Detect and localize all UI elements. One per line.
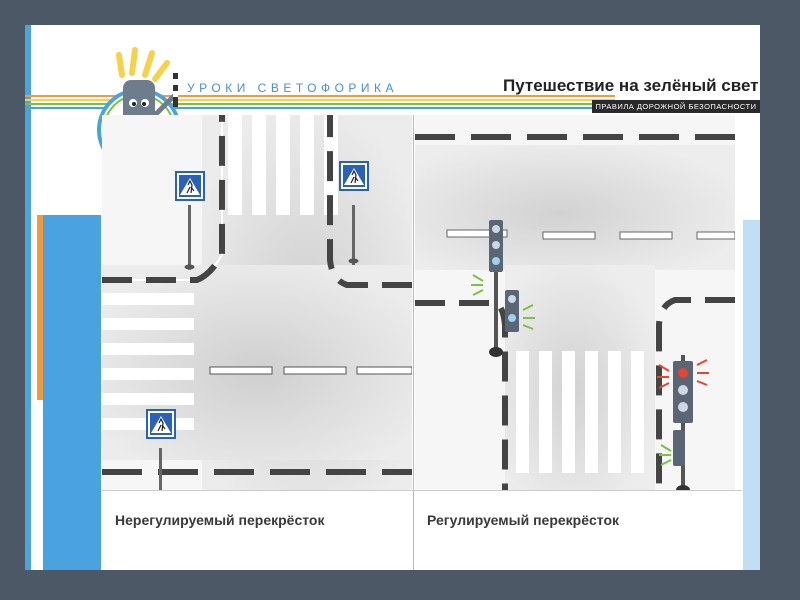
left-blue-strip: [25, 25, 31, 570]
crosswalk-sign-icon: [146, 409, 176, 490]
crosswalk-regulated: [516, 351, 644, 473]
slide: УРОКИ СВЕТОФОРИКА Путешествие на зелёный…: [25, 25, 760, 570]
crosswalk-sign-icon: [175, 171, 205, 270]
traffic-light-icon: [471, 220, 535, 357]
panel-bottom-rule: [102, 490, 742, 491]
panel-divider: [413, 115, 414, 570]
unregulated-intersection-diagram: [102, 115, 412, 490]
label-unregulated: Нерегулируемый перекрёсток: [115, 512, 325, 528]
crosswalk-sign-icon: [339, 161, 369, 265]
series-title: УРОКИ СВЕТОФОРИКА: [187, 81, 399, 95]
label-regulated: Регулируемый перекрёсток: [427, 512, 620, 528]
left-blue-block: [43, 215, 101, 570]
lane-markings: [446, 229, 735, 240]
header-stripes: [25, 95, 615, 111]
subtitle-bar: ПРАВИЛА ДОРОЖНОЙ БЕЗОПАСНОСТИ: [592, 100, 760, 113]
right-blue-strip: [743, 220, 760, 570]
center-line: [209, 366, 412, 375]
crosswalk-left: [102, 293, 194, 430]
left-orange-strip: [37, 215, 43, 400]
main-title: Путешествие на зелёный свет: [503, 76, 759, 95]
crosswalk-top: [228, 115, 338, 215]
traffic-light-icon: [657, 355, 709, 490]
regulated-intersection-diagram: [415, 115, 735, 490]
